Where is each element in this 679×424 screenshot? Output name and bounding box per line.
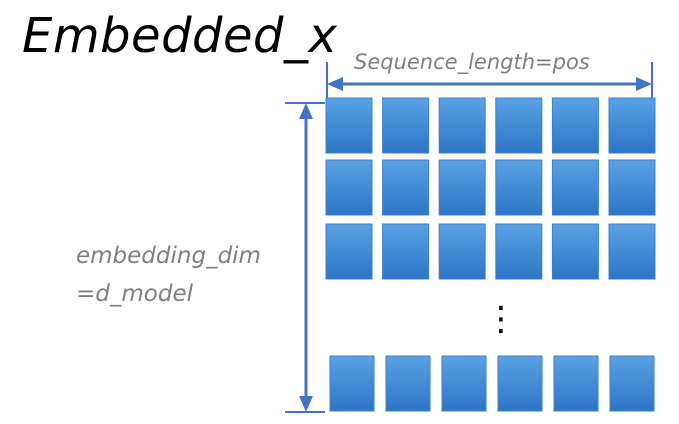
embedding-cell [438,159,486,216]
embedding-cell [325,223,373,280]
embedding-cell [495,159,543,216]
row-ellipsis: ⋮ [484,299,518,339]
dim-arrowhead-top [299,103,313,119]
embedding-cell [325,159,373,216]
embedding-cell [438,97,486,154]
embedding-cell [382,159,430,216]
embedding-cell [382,223,430,280]
embedding-cell [608,97,656,154]
embedding-cell [551,159,599,216]
seq-arrowhead-right [636,77,652,91]
embedding-cell [609,355,655,412]
embedding-cell [551,97,599,154]
embedding-dim-label-line2: =d_model [76,281,193,307]
embedding-cell [329,355,375,412]
embedding-cell [385,355,431,412]
embedding-cell [382,97,430,154]
embedding-cell [553,355,599,412]
embedding-cell [608,159,656,216]
embedding-dim-label: embedding_dim =d_model [76,237,261,313]
embedding-cell [495,97,543,154]
embedding-cell [497,355,543,412]
embedding-dim-arrow [285,102,325,413]
dim-arrowhead-bottom [299,396,313,412]
embedding-cell [608,223,656,280]
embedding-dim-label-line1: embedding_dim [76,243,261,269]
seq-arrowhead-left [327,77,343,91]
embedding-cell [441,355,487,412]
sequence-length-label: Sequence_length=pos [354,50,590,74]
diagram-title: Embedded_x [22,8,338,64]
embedding-cell [325,97,373,154]
embedding-cell [551,223,599,280]
embedding-cell [495,223,543,280]
embedding-cell [438,223,486,280]
embedding-cells [325,97,656,412]
